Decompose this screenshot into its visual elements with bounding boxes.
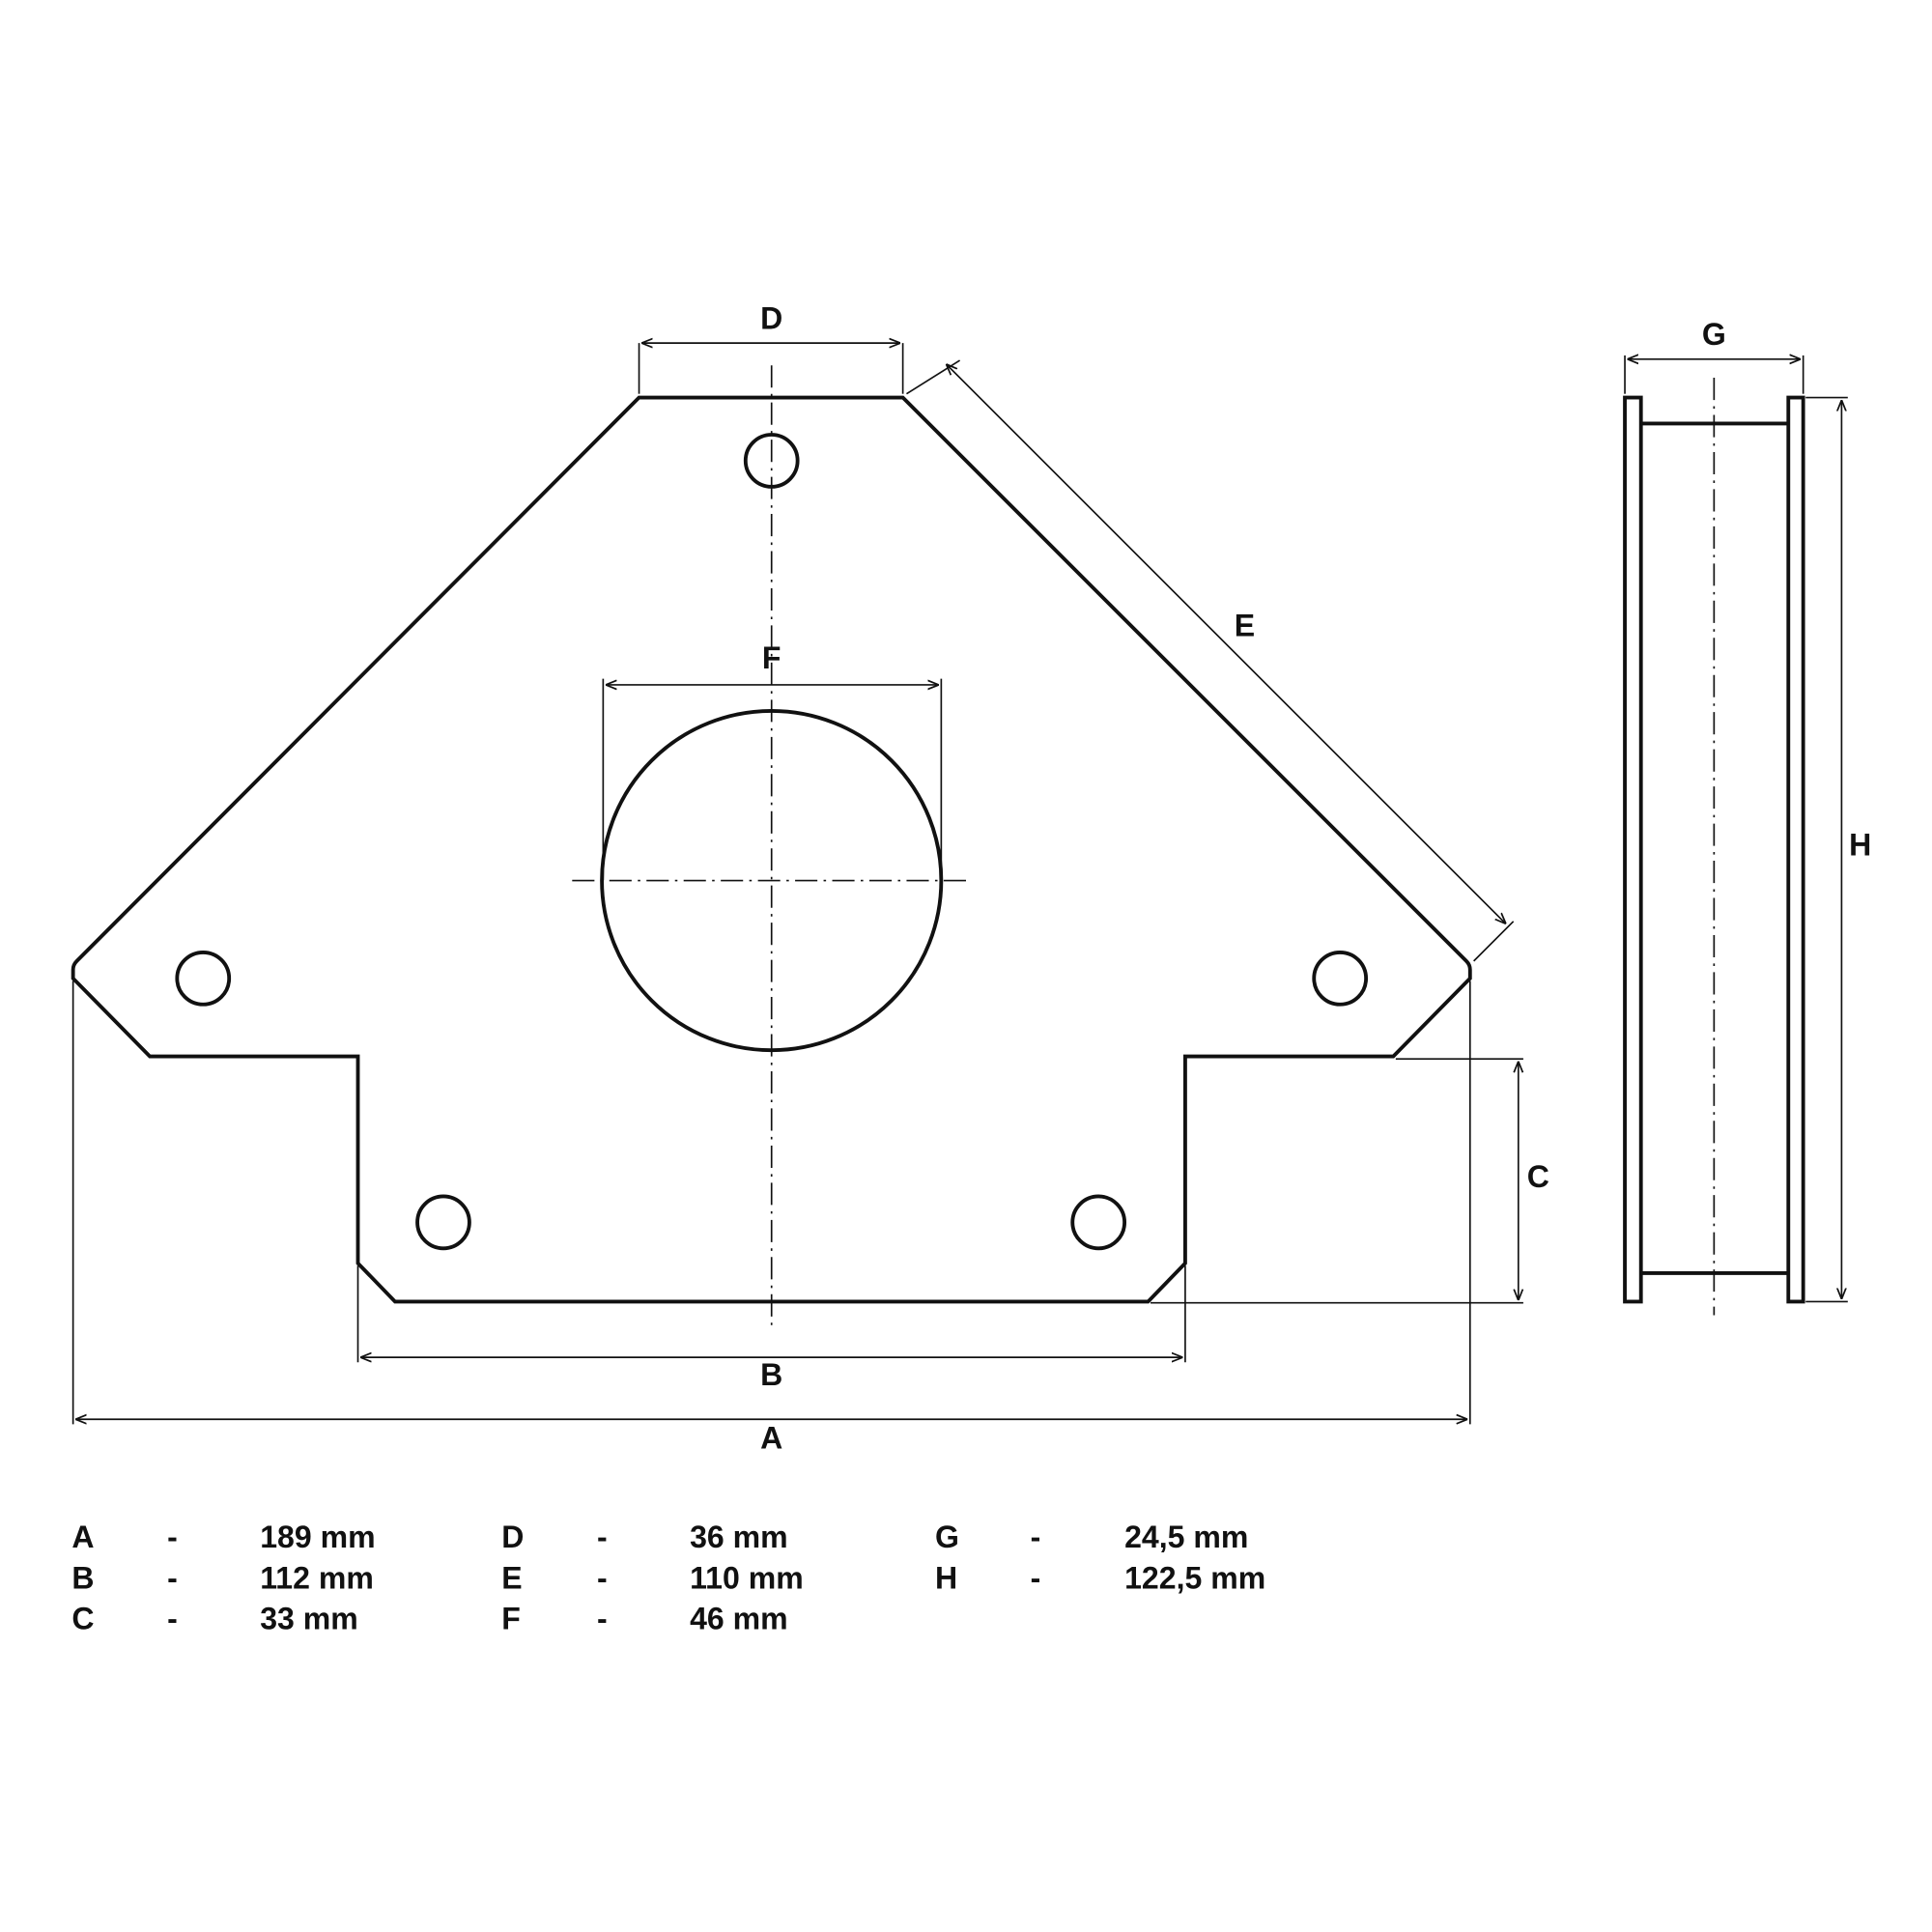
dimension-d: D [638, 301, 904, 394]
mounting-hole-right [1312, 950, 1369, 1007]
dimension-label-e: E [1235, 608, 1255, 642]
legend-letter: E [501, 1560, 522, 1595]
dimension-b: B [356, 1265, 1186, 1392]
mounting-hole-bottom-left [415, 1194, 471, 1251]
legend-letter: D [501, 1520, 524, 1554]
legend-separator: - [597, 1520, 608, 1554]
legend-separator: - [1031, 1560, 1041, 1595]
legend-separator: - [167, 1602, 178, 1636]
legend-letter: C [71, 1602, 94, 1636]
mounting-hole-bottom-right [1070, 1194, 1127, 1251]
dimension-g: G [1624, 317, 1804, 394]
legend-value: 24,5 mm [1124, 1520, 1248, 1554]
legend-separator: - [1031, 1520, 1041, 1554]
dimension-c: C [1151, 1058, 1549, 1304]
legend-separator: - [167, 1560, 178, 1595]
legend-value: 122,5 mm [1124, 1560, 1265, 1595]
dimension-label-f: F [762, 640, 781, 675]
legend-value: 189 mm [260, 1520, 375, 1554]
legend-separator: - [597, 1602, 608, 1636]
legend-value: 112 mm [260, 1560, 374, 1595]
dimension-label-d: D [760, 301, 782, 336]
legend-letter: G [935, 1520, 959, 1554]
legend-value: 36 mm [690, 1520, 788, 1554]
legend-separator: - [167, 1520, 178, 1554]
dimension-f: F [602, 640, 943, 881]
legend-letter: A [71, 1520, 94, 1554]
dimension-label-h: H [1849, 827, 1871, 862]
mounting-hole-left [175, 950, 232, 1007]
legend-value: 33 mm [260, 1602, 358, 1636]
legend-value: 110 mm [690, 1560, 804, 1595]
legend-letter: H [935, 1560, 957, 1595]
dimension-legend: A - 189 mm B - 112 mm C - 33 mm D - 36 m… [71, 1520, 1265, 1636]
legend-letter: F [501, 1602, 521, 1636]
legend-separator: - [597, 1560, 608, 1595]
side-view [1623, 378, 1805, 1316]
magnet-outline [71, 395, 1472, 1304]
dimension-label-a: A [760, 1420, 782, 1455]
dimension-a: A [71, 980, 1471, 1455]
dimension-h: H [1805, 396, 1871, 1303]
legend-value: 46 mm [690, 1602, 788, 1636]
dimension-label-c: C [1527, 1159, 1549, 1194]
legend-letter: B [71, 1560, 94, 1595]
dimension-label-g: G [1702, 317, 1726, 352]
dimension-label-b: B [760, 1357, 782, 1392]
dimension-e: E [906, 359, 1515, 962]
